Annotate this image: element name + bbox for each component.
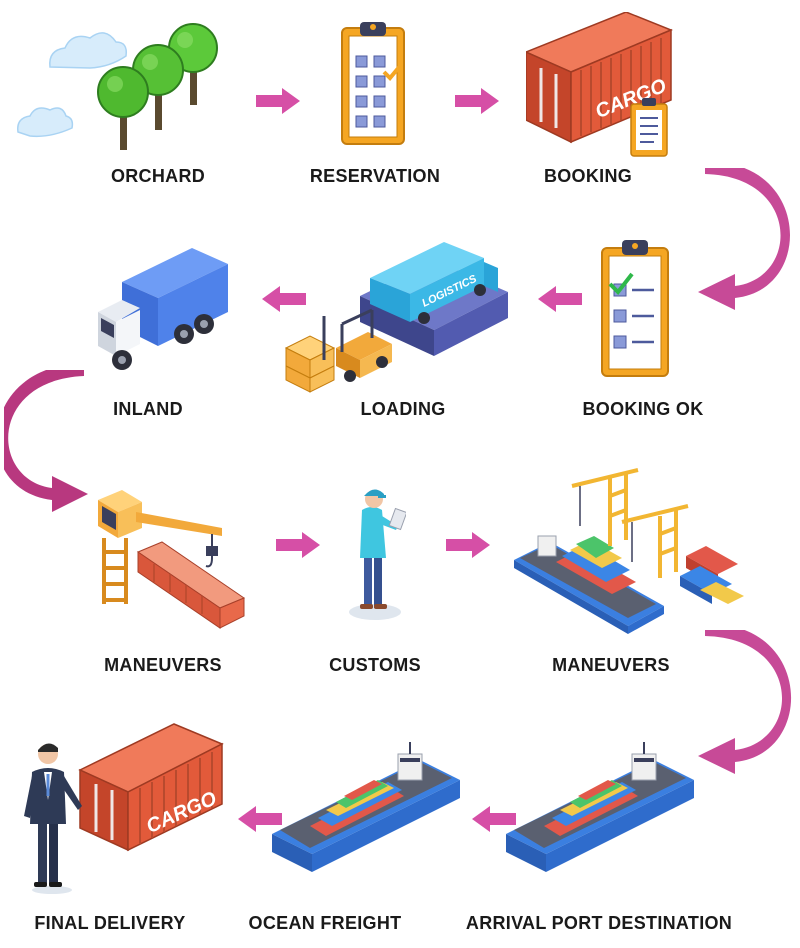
clipboard-icon xyxy=(341,22,405,145)
cargo-ship-icon xyxy=(272,742,460,872)
clipboard-check-icon xyxy=(601,240,669,377)
port-cranes-ship-icon xyxy=(514,468,744,634)
inspector-icon xyxy=(349,489,406,620)
step-label-arrival-port-destination: ARRIVAL PORT DESTINATION xyxy=(465,913,733,933)
logistics-truck-forklift-icon: LOGISTICS xyxy=(284,242,508,393)
flow-arrow-left xyxy=(538,286,582,312)
flow-curve-arrow-down xyxy=(4,370,88,512)
cargo-container-icon: CARGO xyxy=(526,12,673,157)
step-label-loading: LOADING xyxy=(360,399,446,419)
step-label-booking-ok: BOOKING OK xyxy=(582,399,704,419)
flow-curve-arrow-down xyxy=(698,630,792,774)
step-label-booking: BOOKING xyxy=(543,166,633,186)
step-label-reservation: RESERVATION xyxy=(309,166,441,186)
flow-arrow-left xyxy=(262,286,306,312)
flow-arrow-right xyxy=(276,532,320,558)
flow-arrow-right xyxy=(455,88,499,114)
truck-icon xyxy=(98,248,228,370)
cargo-ship-icon xyxy=(506,742,694,872)
step-label-maneuvers-port: MANEUVERS xyxy=(552,655,670,675)
businessman-container-icon: CARGO xyxy=(24,723,224,894)
trees-icon xyxy=(17,23,218,150)
flow-arrow-right xyxy=(446,532,490,558)
flow-arrow-left xyxy=(238,806,282,832)
step-label-final-delivery: FINAL DELIVERY xyxy=(34,913,186,933)
step-label-orchard: ORCHARD xyxy=(110,166,206,186)
step-label-ocean-freight: OCEAN FREIGHT xyxy=(248,913,402,933)
flow-arrow-right xyxy=(256,88,300,114)
step-label-inland: INLAND xyxy=(113,399,183,419)
flow-curve-arrow-down xyxy=(698,168,790,310)
step-label-maneuvers: MANEUVERS xyxy=(104,655,222,675)
step-label-customs: CUSTOMS xyxy=(329,655,421,675)
crane-icon xyxy=(98,490,246,629)
flow-arrow-left xyxy=(472,806,516,832)
